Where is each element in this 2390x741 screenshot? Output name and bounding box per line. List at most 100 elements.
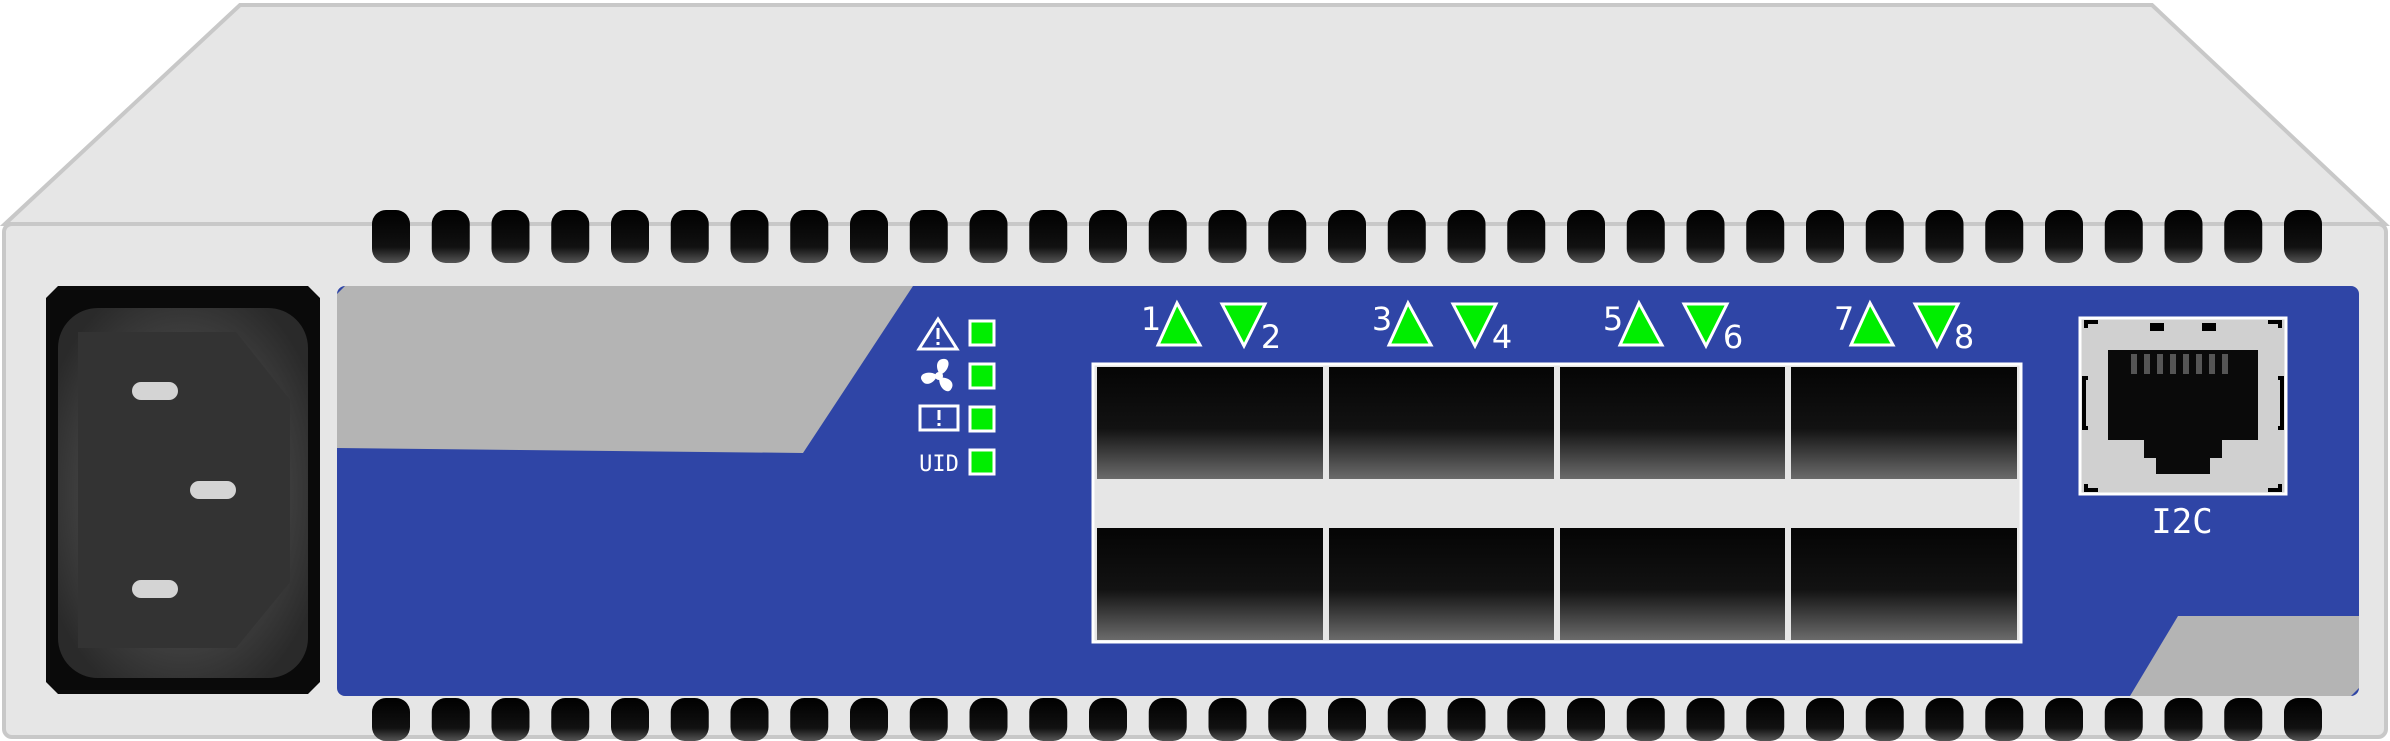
vent-slot [1089, 698, 1127, 741]
vent-slot [1567, 698, 1605, 741]
port-2-down-led [1219, 302, 1268, 350]
rj45-socket [2108, 350, 2258, 474]
vent-slot [611, 210, 649, 263]
vent-slot [1806, 210, 1844, 263]
status-led-panel: UID [916, 316, 996, 477]
vent-slot [2224, 210, 2263, 263]
vent-slot [1268, 210, 1307, 263]
port-1[interactable] [1097, 367, 1323, 479]
port-indicator-row: 1 2 3 4 5 6 7 8 [1141, 299, 1974, 356]
vent-slot [1626, 210, 1665, 263]
vent-slot [850, 698, 888, 741]
vent-slot [372, 698, 410, 741]
warning-icon [916, 316, 960, 351]
warning-led [968, 319, 996, 347]
vent-slot [1985, 698, 2024, 741]
vent-slot [1507, 210, 1546, 263]
vent-slot [969, 210, 1008, 263]
qsfp-port-cage [1091, 362, 2023, 644]
vent-slot [1806, 698, 1844, 741]
port-number-3: 3 [1372, 300, 1392, 338]
port-5[interactable] [1560, 367, 1785, 479]
i2c-port[interactable] [2078, 316, 2288, 496]
rj45-contact [2157, 354, 2163, 374]
vent-slot [551, 210, 590, 263]
vent-slot [2284, 210, 2322, 263]
fan-led [968, 362, 996, 390]
vent-slot [2045, 698, 2083, 741]
vent-slot [1208, 698, 1247, 741]
port-number-6: 6 [1723, 318, 1743, 356]
vent-slot [1746, 210, 1785, 263]
vent-slot [1985, 210, 2024, 263]
port-3[interactable] [1329, 367, 1554, 479]
port-5-up-led [1617, 299, 1665, 347]
vent-slot [372, 210, 410, 263]
rj45-contact [2170, 354, 2176, 374]
i2c-label: I2C [2151, 502, 2212, 542]
port-number-4: 4 [1492, 318, 1512, 356]
rj45-contact [2196, 354, 2202, 374]
port-1-up-led [1155, 299, 1203, 347]
system-alert-icon [918, 404, 960, 432]
vent-slot [491, 698, 530, 741]
vent-slot [2045, 210, 2083, 263]
port-number-1: 1 [1141, 300, 1161, 338]
port-6[interactable] [1560, 528, 1785, 640]
vent-slot [1447, 210, 1486, 263]
vent-slot [1686, 210, 1725, 263]
power-inlet[interactable] [46, 286, 320, 694]
port-number-7: 7 [1834, 300, 1854, 338]
vent-slot [1328, 698, 1366, 741]
vent-slot [1148, 698, 1187, 741]
vent-slot [1686, 698, 1725, 741]
vent-slot [909, 698, 948, 741]
vent-slot [2224, 698, 2263, 741]
port-4[interactable] [1329, 528, 1554, 640]
vent-slot [1567, 210, 1605, 263]
vent-slot [1925, 698, 1964, 741]
port-7[interactable] [1791, 367, 2017, 479]
vent-slot [431, 698, 470, 741]
vent-slot [1029, 210, 1068, 263]
vent-slot [2104, 698, 2143, 741]
vent-slot [790, 698, 829, 741]
vent-slot [2104, 210, 2143, 263]
vent-slot [431, 210, 470, 263]
rj45-contact [2144, 354, 2150, 374]
vent-slot [1387, 698, 1426, 741]
port-7-up-led [1848, 299, 1896, 347]
port-3-up-led [1386, 299, 1434, 347]
power-pin-ground [190, 481, 236, 499]
chassis-top [0, 3, 2390, 226]
vent-slot [1328, 210, 1366, 263]
rj45-contact [2131, 354, 2137, 374]
vent-slot [1029, 698, 1068, 741]
vent-slot [909, 210, 948, 263]
vent-slot [1746, 698, 1785, 741]
port-number-2: 2 [1261, 318, 1281, 356]
vent-slot [1148, 210, 1187, 263]
vent-slot [491, 210, 530, 263]
port-8[interactable] [1791, 528, 2017, 640]
port-2[interactable] [1097, 528, 1323, 640]
port-6-down-led [1681, 302, 1730, 350]
rj45-contacts [2131, 354, 2228, 374]
faceplate-gray-stripe [337, 286, 913, 453]
port-number-8: 8 [1954, 318, 1974, 356]
rj45-contact [2222, 354, 2228, 374]
rj45-contact [2209, 354, 2215, 374]
vent-slot [1208, 210, 1247, 263]
vent-slot [1626, 698, 1665, 741]
vent-slot [551, 698, 590, 741]
vent-slot [969, 698, 1008, 741]
port-8-down-led [1912, 302, 1961, 350]
vent-slot [730, 210, 769, 263]
vent-slot [1268, 698, 1307, 741]
vent-slot [730, 698, 769, 741]
uid-led [968, 448, 996, 476]
vent-slot [1865, 698, 1904, 741]
rj45-contact [2183, 354, 2189, 374]
vent-slot [2284, 698, 2322, 741]
